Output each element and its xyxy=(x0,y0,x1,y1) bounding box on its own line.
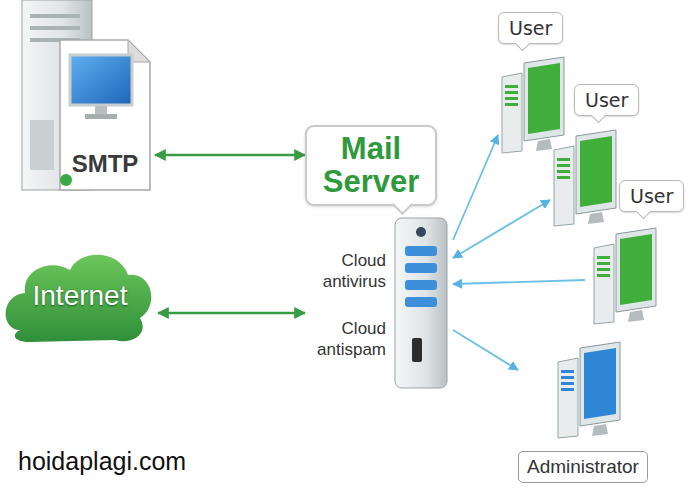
connector-arrow xyxy=(158,312,305,315)
user-computer: User xyxy=(585,180,690,330)
connector-arrow xyxy=(453,200,550,258)
server-callout: Mail Server xyxy=(305,125,437,206)
smtp-server: SMTP xyxy=(20,0,155,192)
cloud-label: Internet xyxy=(4,280,156,312)
connector-arrow xyxy=(453,280,585,284)
admin-label: Administrator xyxy=(518,451,648,483)
internet-cloud: Internet xyxy=(4,252,158,344)
connector-arrow xyxy=(453,330,518,370)
user-computer: User xyxy=(498,12,570,160)
user-callout: User xyxy=(498,12,563,44)
connector-arrow xyxy=(155,154,305,157)
connector-arrow xyxy=(453,135,498,240)
user-callout: User xyxy=(574,84,639,116)
watermark: hoidaplagi.com xyxy=(18,447,186,476)
server-label: SMTP xyxy=(60,150,150,178)
feature-label: Cloud antispam xyxy=(312,318,386,361)
user-callout: User xyxy=(619,180,684,212)
admin-computer: Administrator xyxy=(518,338,663,488)
feature-label: Cloud antivirus xyxy=(312,250,386,293)
